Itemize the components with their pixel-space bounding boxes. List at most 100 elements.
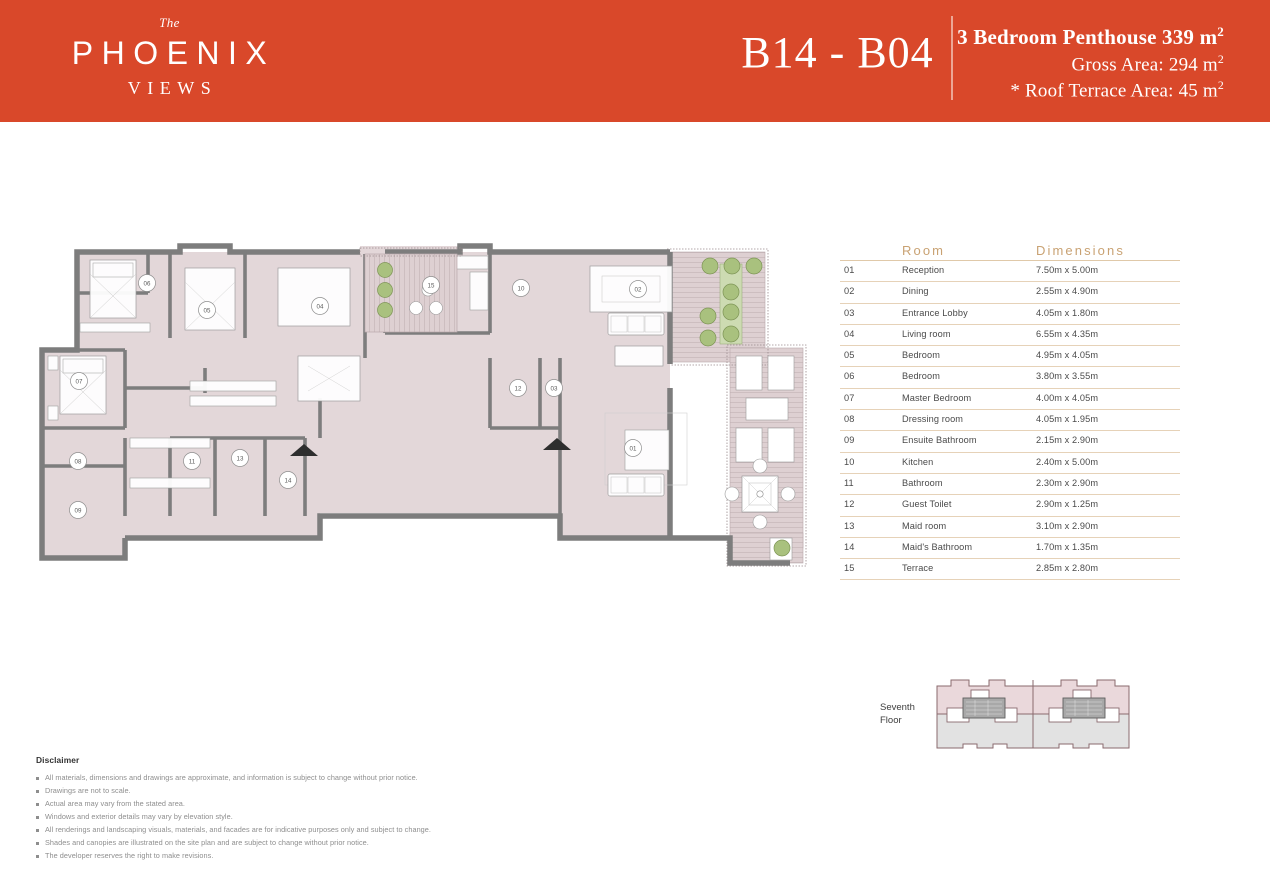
gross-area-line: Gross Area: 294 m2 <box>957 52 1224 78</box>
room-marker-01: 01 <box>624 439 642 457</box>
row-rule <box>840 536 1180 538</box>
column-header-dimensions: Dimensions <box>1036 243 1125 258</box>
svg-text:01: 01 <box>630 445 637 452</box>
svg-text:14: 14 <box>285 477 292 484</box>
table-header-rule <box>840 260 1180 261</box>
room-name: Terrace <box>902 563 934 574</box>
room-marker-09: 09 <box>69 501 87 519</box>
room-dimensions: 2.15m x 2.90m <box>1036 435 1099 446</box>
floor-plan-svg: 01 02 03 04 05 06 07 08 09 10 11 12 13 1… <box>39 243 807 567</box>
roof-terrace-line: * Roof Terrace Area: 45 m2 <box>957 78 1224 104</box>
room-name: Maid room <box>902 520 947 531</box>
table-row: 10 Kitchen 2.40m x 5.00m <box>840 453 1182 474</box>
row-rule <box>840 345 1180 347</box>
svg-text:08: 08 <box>75 458 82 465</box>
key-plan-svg <box>936 679 1130 749</box>
row-rule <box>840 430 1180 432</box>
disclaimer-title: Disclaimer <box>36 755 80 765</box>
unit-type-line: 3 Bedroom Penthouse 339 m2 <box>957 23 1224 52</box>
entry-marker-left <box>290 444 318 456</box>
room-name: Dressing room <box>902 414 964 425</box>
row-rule <box>840 451 1180 453</box>
room-marker-11: 11 <box>183 452 201 470</box>
room-dimensions: 2.30m x 2.90m <box>1036 477 1099 488</box>
room-number: 11 <box>844 477 854 488</box>
room-dimensions: 2.90m x 1.25m <box>1036 499 1099 510</box>
row-rule <box>840 323 1180 325</box>
room-marker-14: 14 <box>279 471 297 489</box>
room-number: 08 <box>844 414 855 425</box>
room-marker-08: 08 <box>69 452 87 470</box>
room-number: 10 <box>844 456 855 467</box>
unit-type-sup: 2 <box>1217 24 1224 39</box>
disclaimer-item: Actual area may vary from the stated are… <box>36 798 656 811</box>
room-marker-07: 07 <box>70 372 88 390</box>
key-plan-label-line1: Seventh <box>880 702 915 713</box>
room-number: 04 <box>844 328 855 339</box>
svg-text:15: 15 <box>428 282 435 289</box>
room-dimensions: 2.40m x 5.00m <box>1036 456 1099 467</box>
row-rule <box>840 302 1180 304</box>
room-dimensions: 4.05m x 1.80m <box>1036 307 1099 318</box>
room-number: 05 <box>844 350 855 361</box>
svg-text:06: 06 <box>144 280 151 287</box>
entry-markers <box>290 438 571 456</box>
room-name: Living room <box>902 328 951 339</box>
room-number: 15 <box>844 563 855 574</box>
svg-text:13: 13 <box>237 455 244 462</box>
svg-text:11: 11 <box>189 458 196 465</box>
room-name: Guest Toilet <box>902 499 952 510</box>
room-dimensions: 4.95m x 4.05m <box>1036 350 1099 361</box>
row-rule <box>840 494 1180 496</box>
room-number: 09 <box>844 435 855 446</box>
header-divider <box>951 16 953 100</box>
disclaimer-item: Windows and exterior details may vary by… <box>36 811 656 824</box>
room-dimensions: 1.70m x 1.35m <box>1036 541 1099 552</box>
room-dimensions: 3.80m x 3.55m <box>1036 371 1099 382</box>
svg-text:09: 09 <box>75 507 82 514</box>
terrace-planters <box>699 257 791 557</box>
room-marker-06: 06 <box>138 274 156 292</box>
unit-summary: 3 Bedroom Penthouse 339 m2 Gross Area: 2… <box>957 23 1224 104</box>
room-marker-05: 05 <box>198 301 216 319</box>
row-rule <box>840 409 1180 411</box>
row-rule <box>840 281 1180 283</box>
unit-type-text: 3 Bedroom Penthouse 339 m <box>957 25 1218 49</box>
table-row: 08 Dressing room 4.05m x 1.95m <box>840 410 1182 432</box>
roof-terrace-text: * Roof Terrace Area: 45 m <box>1010 80 1218 102</box>
gross-area-sup: 2 <box>1217 52 1224 66</box>
room-dimensions: 4.05m x 1.95m <box>1036 414 1099 425</box>
disclaimer-block: Disclaimer All materials, dimensions and… <box>36 755 656 863</box>
gross-area-text: Gross Area: 294 m <box>1071 54 1218 76</box>
floor-plan-drawing: 01 02 03 04 05 06 07 08 09 10 11 12 13 1… <box>30 238 820 583</box>
room-name: Entrance Lobby <box>902 307 968 318</box>
disclaimer-item: All materials, dimensions and drawings a… <box>36 772 656 785</box>
roof-terrace-sup: 2 <box>1217 78 1224 92</box>
row-rule <box>840 472 1180 474</box>
room-name: Bedroom <box>902 350 940 361</box>
terrace-15 <box>359 247 463 333</box>
svg-text:02: 02 <box>635 286 642 293</box>
room-dimensions: 3.10m x 2.90m <box>1036 520 1099 531</box>
room-number: 03 <box>844 307 855 318</box>
room-dimensions: 6.55m x 4.35m <box>1036 328 1099 339</box>
room-name: Bedroom <box>902 371 940 382</box>
room-name: Kitchen <box>902 456 934 467</box>
row-rule <box>840 558 1180 560</box>
table-row: 04 Living room 6.55m x 4.35m <box>840 325 1182 347</box>
svg-text:07: 07 <box>76 378 83 385</box>
table-row: 03 Entrance Lobby 4.05m x 1.80m <box>840 304 1182 325</box>
entry-marker-right <box>543 438 571 450</box>
logo-views-text: VIEWS <box>127 78 218 98</box>
room-marker-13: 13 <box>231 449 249 467</box>
